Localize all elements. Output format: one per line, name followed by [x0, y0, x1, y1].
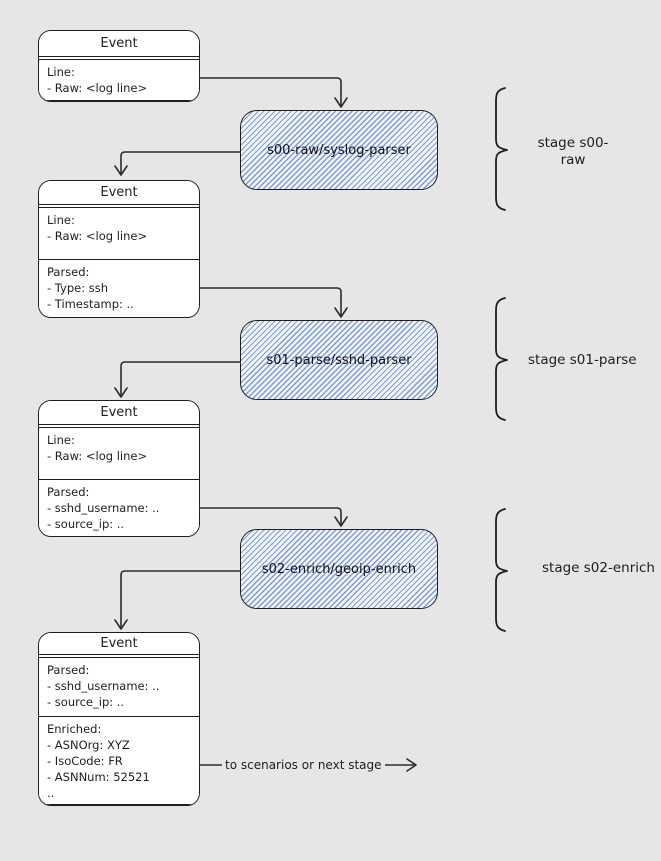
stage-brace-s00 — [495, 87, 508, 211]
flow-arrow-3-head — [334, 307, 348, 318]
output-arrow-label: to scenarios or next stage — [222, 758, 385, 773]
parser-node-s02-enrich: s02-enrich/geoip-enrich — [240, 529, 438, 609]
flow-arrow-3 — [199, 287, 342, 316]
parser-node-s02-enrich-label: s02-enrich/geoip-enrich — [261, 561, 417, 577]
flow-arrow-5-head — [334, 516, 348, 527]
event-node-4-title: Event — [39, 633, 199, 655]
event-node-3-line-section: Line: - Raw: <log line> — [39, 427, 199, 477]
event-node-4-enriched-section: Enriched: - ASNOrg: XYZ - IsoCode: FR - … — [39, 716, 199, 805]
event-node-3: Event Line: - Raw: <log line> Parsed: - … — [38, 400, 200, 537]
event-node-4: Event Parsed: - sshd_username: .. - sour… — [38, 632, 200, 806]
flow-arrow-output-head — [406, 758, 417, 772]
parser-node-s00-raw-label: s00-raw/syslog-parser — [267, 142, 411, 158]
flow-arrow-2 — [120, 151, 241, 174]
flow-arrow-4-head — [114, 387, 128, 398]
event-node-1: Event Line: - Raw: <log line> — [38, 30, 200, 102]
stage-label-s02-enrich: stage s02-enrich — [542, 560, 655, 576]
event-node-3-parsed-section: Parsed: - sshd_username: .. - source_ip:… — [39, 479, 199, 536]
event-node-3-title: Event — [39, 401, 199, 425]
flow-arrow-1-head — [334, 97, 348, 108]
event-node-4-parsed-section: Parsed: - sshd_username: .. - source_ip:… — [39, 657, 199, 714]
stage-label-s01-parse: stage s01-parse — [528, 352, 637, 368]
event-node-2-title: Event — [39, 181, 199, 205]
flow-arrow-1 — [199, 77, 342, 106]
flow-arrow-6-head — [114, 619, 128, 630]
event-node-1-title: Event — [39, 31, 199, 57]
flow-arrow-2-head — [114, 165, 128, 176]
flow-arrow-4 — [120, 361, 241, 396]
flow-arrow-5 — [199, 507, 342, 525]
stage-label-s00-raw: stage s00- raw — [537, 135, 609, 168]
parser-node-s01-parse: s01-parse/sshd-parser — [240, 320, 438, 400]
event-node-2: Event Line: - Raw: <log line> Parsed: - … — [38, 180, 200, 318]
parser-node-s00-raw: s00-raw/syslog-parser — [240, 110, 438, 190]
flow-arrow-6 — [120, 570, 241, 628]
stage-brace-s01 — [495, 297, 508, 421]
stage-brace-s02 — [495, 508, 508, 632]
parser-node-s01-parse-label: s01-parse/sshd-parser — [266, 352, 412, 368]
event-node-1-line-section: Line: - Raw: <log line> — [39, 59, 199, 101]
event-node-2-line-section: Line: - Raw: <log line> — [39, 207, 199, 257]
event-node-2-parsed-section: Parsed: - Type: ssh - Timestamp: .. .. — [39, 259, 199, 317]
